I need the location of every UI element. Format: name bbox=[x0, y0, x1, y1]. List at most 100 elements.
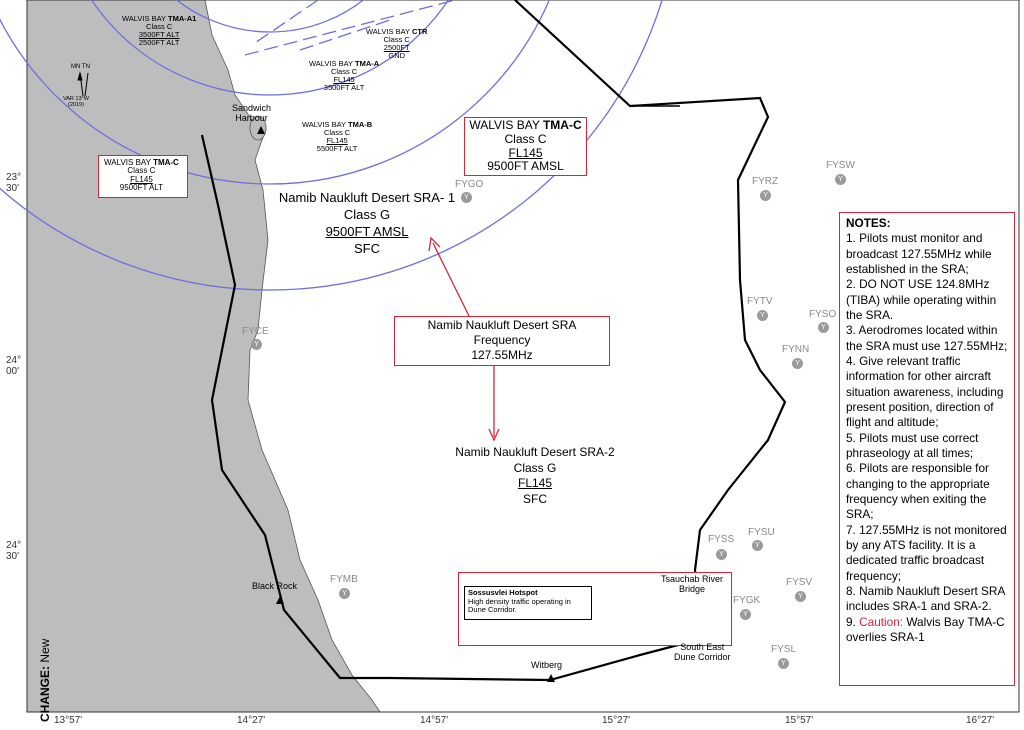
lon-tick: 14°57' bbox=[420, 715, 449, 726]
tma-a-upper: FL145 bbox=[333, 74, 355, 84]
lat-deg: 23° bbox=[6, 172, 22, 183]
lon-tick: 14°27' bbox=[237, 715, 266, 726]
tma-c-big-name: WALVIS BAY bbox=[469, 118, 543, 132]
tma-c-small-class: Class C bbox=[127, 166, 156, 176]
ctr-name: WALVIS BAY bbox=[366, 27, 412, 36]
note-1: 1. Pilots must monitor and broadcast 127… bbox=[846, 231, 992, 276]
lat-deg: 24° bbox=[6, 355, 22, 366]
note-9-text: Walvis Bay TMA-C overlies SRA-1 bbox=[846, 614, 1005, 644]
tma-b-bold: TMA-B bbox=[348, 120, 373, 129]
aerodrome-icon: Y bbox=[778, 658, 789, 669]
tma-a-class: Class C bbox=[330, 66, 358, 76]
lon-tick: 15°27' bbox=[602, 715, 631, 726]
note-7: 7. 127.55MHz is not monitored by any ATS… bbox=[846, 522, 1007, 583]
sandwich-l2: Harbour bbox=[235, 112, 268, 123]
sra2-name: Namib Naukluft Desert SRA-2 bbox=[455, 445, 615, 459]
ctr-bold: CTR bbox=[412, 27, 428, 36]
note-9-num: 9. bbox=[846, 614, 860, 629]
label-tma-a: WALVIS BAY TMA-A Class C FL145 3500FT AL… bbox=[309, 60, 379, 92]
tma-b-name: WALVIS BAY bbox=[302, 120, 348, 129]
tma-b-upper: FL145 bbox=[326, 135, 348, 145]
change-title: CHANGE: bbox=[38, 666, 52, 722]
aerodrome-icon: Y bbox=[716, 549, 727, 560]
ctr-lower: GND bbox=[388, 50, 406, 60]
tma-c-big-class: Class C bbox=[504, 131, 547, 146]
notes-panel: NOTES: 1. Pilots must monitor and broadc… bbox=[839, 212, 1015, 686]
tma-a-name: WALVIS BAY bbox=[309, 59, 355, 68]
lat-min: 30' bbox=[6, 551, 20, 562]
aerodrome-fysv: FYSV bbox=[786, 577, 813, 588]
tma-b-lower: 5500FT ALT bbox=[316, 143, 358, 153]
lon-tick: 13°57' bbox=[54, 715, 83, 726]
tma-c-big-box bbox=[464, 117, 587, 176]
aerodrome-icon: Y bbox=[795, 591, 806, 602]
compass-var2: (2019) bbox=[68, 101, 84, 108]
tma-c-big-bold: TMA-C bbox=[542, 118, 582, 132]
sra2-lower: SFC bbox=[523, 491, 547, 506]
tma-a-lower: 3500FT ALT bbox=[323, 82, 365, 92]
compass-tn: TN bbox=[81, 64, 90, 70]
lon-tick: 16°27' bbox=[966, 715, 995, 726]
place-tsauchab: Tsauchab River Bridge bbox=[661, 574, 723, 595]
notes-title: NOTES: bbox=[846, 216, 891, 230]
label-sra2: Namib Naukluft Desert SRA-2 Class G FL14… bbox=[440, 445, 630, 507]
sra2-upper: FL145 bbox=[517, 476, 553, 491]
tma-a-bold: TMA-A bbox=[355, 59, 380, 68]
sra1-name: Namib Naukluft Desert SRA- 1 bbox=[278, 190, 456, 205]
lat-tick: 24° 30' bbox=[6, 540, 21, 562]
freq-line2: Frequency bbox=[473, 333, 531, 347]
lat-tick: 24° 00' bbox=[6, 355, 21, 377]
change-label: CHANGE: New bbox=[38, 612, 52, 722]
note-5: 5. Pilots must use correct phraseology a… bbox=[846, 430, 979, 460]
tma-a1-upper: 3500FT ALT bbox=[138, 29, 180, 39]
aerodrome-icon: Y bbox=[792, 358, 803, 369]
tma-a1-lower: 2500FT ALT bbox=[138, 37, 180, 47]
aerodrome-icon: Y bbox=[757, 310, 768, 321]
label-tma-b: WALVIS BAY TMA-B Class C FL145 5500FT AL… bbox=[302, 121, 372, 153]
place-south-east: South East Dune Corridor bbox=[674, 642, 731, 663]
tma-c-big-lower: 9500FT AMSL bbox=[487, 159, 564, 174]
lat-deg: 24° bbox=[6, 540, 22, 551]
lon-tick: 15°57' bbox=[785, 715, 814, 726]
tma-b-class: Class C bbox=[323, 127, 351, 137]
label-sra1: Namib Naukluft Desert SRA- 1 Class G 950… bbox=[272, 190, 462, 258]
tma-c-small-box bbox=[98, 155, 188, 198]
change-value: New bbox=[38, 638, 52, 666]
aerodrome-icon: Y bbox=[835, 174, 846, 185]
aerodrome-icon: Y bbox=[339, 588, 350, 599]
aerodrome-fynn: FYNN bbox=[782, 344, 810, 355]
compass-mn: MN bbox=[71, 64, 81, 70]
map-frame bbox=[26, 0, 1020, 713]
tma-c-small-upper: FL145 bbox=[130, 174, 153, 184]
aerodrome-icon: Y bbox=[752, 540, 763, 551]
note-4: 4. Give relevant traffic information for… bbox=[846, 353, 1004, 430]
aerodrome-fyss: FYSS bbox=[708, 534, 735, 545]
aerodrome-icon: Y bbox=[818, 322, 829, 333]
sra2-class: Class G bbox=[513, 460, 557, 475]
aerodrome-fysu: FYSU bbox=[748, 527, 775, 538]
note-9-caution: Caution: bbox=[859, 614, 904, 629]
aerodrome-icon: Y bbox=[740, 609, 751, 620]
compass-var1: VAR 13°W bbox=[63, 96, 89, 102]
compass-labels: MN TN bbox=[71, 64, 90, 71]
place-witberg: Witberg bbox=[531, 660, 563, 670]
label-ctr: WALVIS BAY CTR Class C 2500FT GND bbox=[366, 28, 427, 60]
tma-a1-class: Class C bbox=[146, 21, 173, 31]
frequency-arrows bbox=[428, 236, 500, 442]
sra1-upper: 9500FT AMSL bbox=[325, 223, 409, 239]
aerodrome-icon: Y bbox=[251, 339, 262, 350]
sra1-class: Class G bbox=[343, 206, 391, 222]
aerodrome-fytv: FYTV bbox=[747, 296, 773, 307]
aerodrome-fymb: FYMB bbox=[330, 574, 358, 585]
tsauchab-l2: Bridge bbox=[679, 583, 706, 594]
hotspot-line2: Dune Corridor. bbox=[468, 605, 517, 615]
tma-circles bbox=[0, 0, 663, 291]
frequency-box bbox=[394, 316, 610, 366]
place-sandwich-harbour: Sandwich Harbour bbox=[232, 103, 271, 124]
aerodrome-fysl: FYSL bbox=[771, 644, 797, 655]
ctr-upper: 2500FT bbox=[383, 42, 410, 52]
south-east-l1: South East bbox=[680, 642, 725, 652]
label-tma-a1: WALVIS BAY TMA-A1 Class C 3500FT ALT 250… bbox=[122, 15, 196, 47]
aerodrome-fysw: FYSW bbox=[826, 160, 855, 171]
aerodrome-fyso: FYSO bbox=[809, 309, 837, 320]
